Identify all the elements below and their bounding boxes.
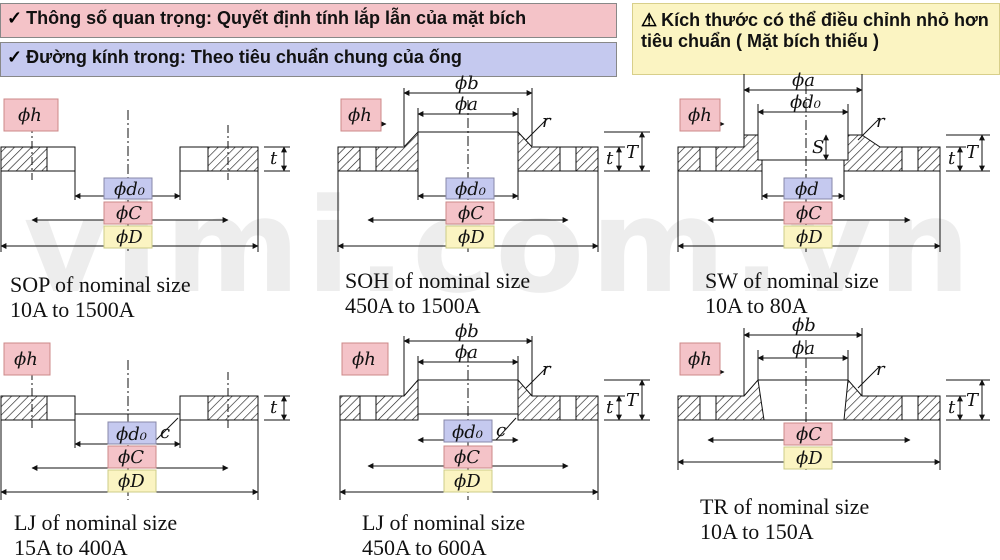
label-D: ϕD [454, 471, 481, 492]
label-C: ϕC [116, 203, 142, 224]
label-r: r [876, 359, 886, 380]
flange-lj-large: ϕh ϕb ϕa r ϕd₀ c ϕC ϕD t T [339, 321, 650, 500]
label-a: ϕa [455, 342, 478, 363]
label-b: ϕb [455, 321, 479, 342]
label-C: ϕC [458, 203, 484, 224]
label-C: ϕC [796, 203, 822, 224]
label-d0: ϕd₀ [455, 179, 486, 200]
flange-sop: ϕh ϕd₀ ϕC ϕD t [0, 98, 290, 252]
label-t: t [270, 397, 278, 418]
label-r: r [876, 111, 886, 132]
label-h: ϕh [18, 105, 42, 126]
flange-soh: ϕh ϕb ϕa r ϕd₀ ϕC ϕD t T [337, 73, 650, 252]
label-c: c [160, 422, 170, 443]
label-c: c [496, 420, 506, 441]
caption-soh: SOH of nominal size 450A to 1500A [345, 268, 531, 318]
caption-sop: SOP of nominal size 10A to 1500A [10, 272, 191, 322]
label-D: ϕD [796, 448, 823, 469]
legend-adjustable: ⚠Kích thước có thể điều chỉnh nhỏ hơn ti… [632, 3, 1000, 75]
label-T: T [626, 390, 640, 411]
label-C: ϕC [454, 447, 480, 468]
flange-tr: ϕh ϕb ϕa r ϕC ϕD t T [677, 315, 990, 470]
label-D: ϕD [796, 227, 823, 248]
label-a: ϕa [455, 94, 478, 115]
caption-tr: TR of nominal size 10A to 150A [700, 494, 870, 544]
caption-lj-large: LJ of nominal size 450A to 600A [362, 510, 526, 560]
label-a: ϕa [792, 338, 815, 359]
label-h: ϕh [14, 349, 38, 370]
label-b: ϕb [455, 73, 479, 94]
label-r: r [542, 111, 552, 132]
label-D: ϕD [458, 227, 485, 248]
label-t: t [948, 148, 956, 169]
caption-sw: SW of nominal size 10A to 80A [705, 268, 879, 318]
legend-critical: ✓Thông số quan trọng: Quyết định tính lắ… [0, 3, 617, 38]
label-T: T [966, 142, 980, 163]
check-icon: ✓ [7, 47, 23, 67]
label-h: ϕh [352, 349, 376, 370]
legend-inner-diameter: ✓Đường kính trong: Theo tiêu chuẩn chung… [0, 42, 617, 77]
label-D: ϕD [116, 227, 143, 248]
label-t: t [606, 397, 614, 418]
label-d0: ϕd₀ [114, 179, 145, 200]
warning-icon: ⚠ [641, 10, 658, 30]
label-h: ϕh [348, 105, 372, 126]
label-h: ϕh [688, 349, 712, 370]
label-h: ϕh [688, 105, 712, 126]
label-d: ϕd [795, 179, 819, 200]
label-D: ϕD [118, 471, 145, 492]
label-C: ϕC [796, 424, 822, 445]
label-a: ϕa [792, 70, 815, 91]
legend-adjustable-text: Kích thước có thể điều chỉnh nhỏ hơn tiê… [641, 10, 989, 51]
label-C: ϕC [118, 447, 144, 468]
label-b: ϕb [792, 315, 816, 336]
label-r: r [542, 359, 552, 380]
legend-critical-text: Thông số quan trọng: Quyết định tính lắp… [26, 8, 527, 28]
label-t: t [270, 148, 278, 169]
label-T: T [626, 142, 640, 163]
label-S: S [812, 137, 824, 158]
caption-lj-small: LJ of nominal size 15A to 400A [14, 510, 178, 560]
flange-sw: ϕh ϕa ϕd₀ S r ϕd ϕC ϕD t T [677, 70, 990, 252]
label-T: T [966, 390, 980, 411]
label-d0: ϕd₀ [452, 422, 483, 443]
label-t: t [948, 397, 956, 418]
label-d0: ϕd₀ [116, 424, 147, 445]
legend-inner-text: Đường kính trong: Theo tiêu chuẩn chung … [26, 47, 462, 67]
check-icon: ✓ [7, 8, 23, 28]
label-t: t [606, 148, 614, 169]
flange-lj-small: ϕh ϕd₀ c ϕC ϕD t [0, 342, 290, 500]
label-d0: ϕd₀ [790, 92, 821, 113]
